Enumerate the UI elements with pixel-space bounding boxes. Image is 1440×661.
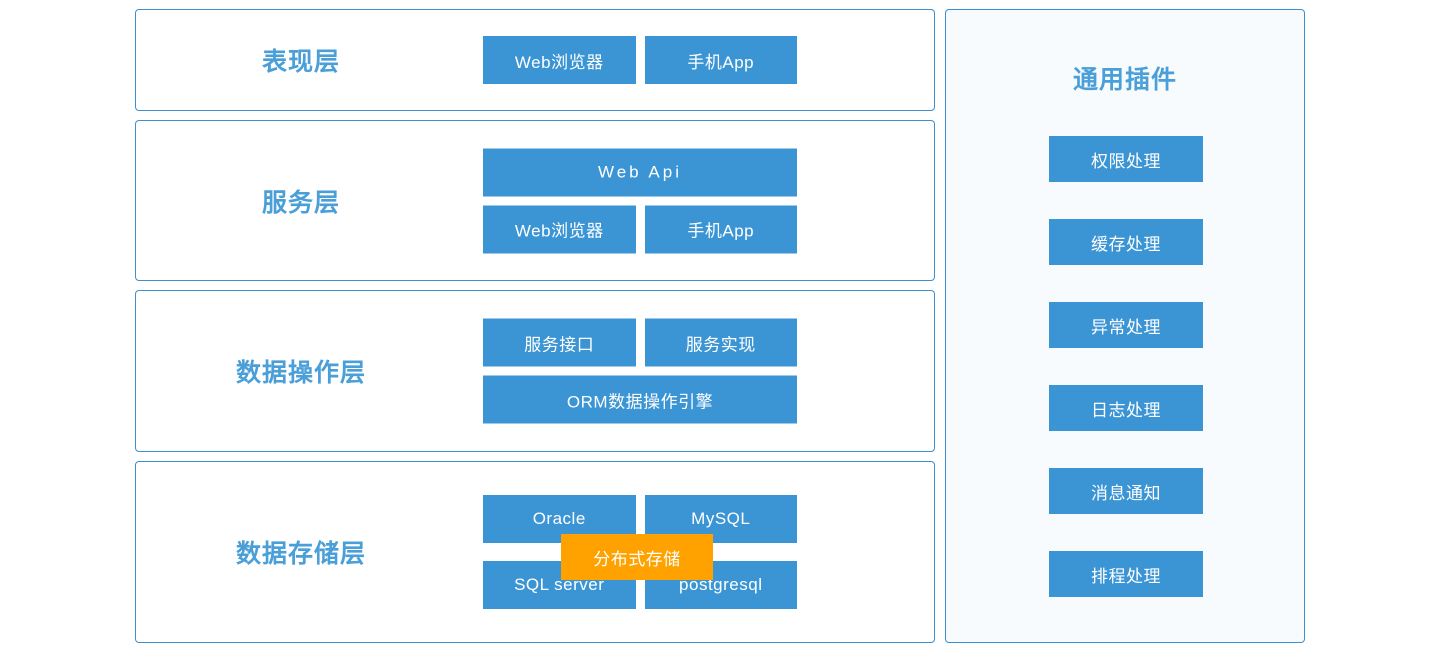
plugin-panel-title: 通用插件: [1072, 66, 1177, 94]
box-orm-engine[interactable]: ORM数据操作引擎: [483, 375, 797, 424]
box-distributed-storage[interactable]: 分布式存储: [561, 534, 713, 580]
layer-title-presentation: 表现层: [261, 48, 340, 76]
layer-row: Web浏览器 手机App: [483, 205, 797, 253]
box-service-implementation[interactable]: 服务实现: [644, 318, 797, 367]
layer-body-data-operation: 服务接口 服务实现 ORM数据操作引擎: [483, 318, 797, 424]
layer-panel-data-storage[interactable]: 数据存储层 Oracle MySQL SQL server postgresql…: [135, 461, 935, 643]
box-oracle[interactable]: Oracle: [483, 495, 636, 543]
box-web-browser[interactable]: Web浏览器: [483, 205, 636, 253]
plugin-panel[interactable]: 通用插件 权限处理 缓存处理 异常处理 日志处理 消息通知 排程处理: [945, 9, 1305, 643]
layer-panel-data-operation[interactable]: 数据操作层 服务接口 服务实现 ORM数据操作引擎: [135, 290, 935, 452]
plugin-list: 权限处理 缓存处理 异常处理 日志处理 消息通知 排程处理: [1049, 136, 1203, 597]
plugin-item-message-notification[interactable]: 消息通知: [1049, 468, 1203, 514]
layer-title-data-operation: 数据操作层: [235, 359, 366, 387]
layer-stack: 表现层 Web浏览器 手机App 服务层 Web Api Web浏览器 手机Ap…: [135, 9, 935, 643]
box-web-api[interactable]: Web Api: [483, 148, 797, 196]
layer-panel-presentation[interactable]: 表现层 Web浏览器 手机App: [135, 9, 935, 111]
layer-panel-service[interactable]: 服务层 Web Api Web浏览器 手机App: [135, 120, 935, 281]
plugin-item-log[interactable]: 日志处理: [1049, 385, 1203, 431]
box-mobile-app[interactable]: 手机App: [644, 36, 797, 84]
layer-title-service: 服务层: [261, 188, 340, 217]
box-service-interface[interactable]: 服务接口: [483, 318, 636, 367]
layer-body-service: Web Api Web浏览器 手机App: [483, 148, 797, 253]
layer-row: ORM数据操作引擎: [483, 375, 797, 424]
box-web-browser[interactable]: Web浏览器: [483, 36, 636, 84]
plugin-item-permission[interactable]: 权限处理: [1049, 136, 1203, 182]
layer-body-presentation: Web浏览器 手机App: [483, 36, 797, 84]
box-mobile-app[interactable]: 手机App: [644, 205, 797, 253]
plugin-item-cache[interactable]: 缓存处理: [1049, 219, 1203, 265]
layer-row: Web浏览器 手机App: [483, 36, 797, 84]
box-sql-server[interactable]: SQL server: [483, 561, 636, 609]
layer-row: 服务接口 服务实现: [483, 318, 797, 367]
layer-row: Web Api: [483, 148, 797, 196]
layer-title-data-storage: 数据存储层: [235, 540, 366, 568]
plugin-item-schedule[interactable]: 排程处理: [1049, 551, 1203, 597]
plugin-item-exception[interactable]: 异常处理: [1049, 302, 1203, 348]
